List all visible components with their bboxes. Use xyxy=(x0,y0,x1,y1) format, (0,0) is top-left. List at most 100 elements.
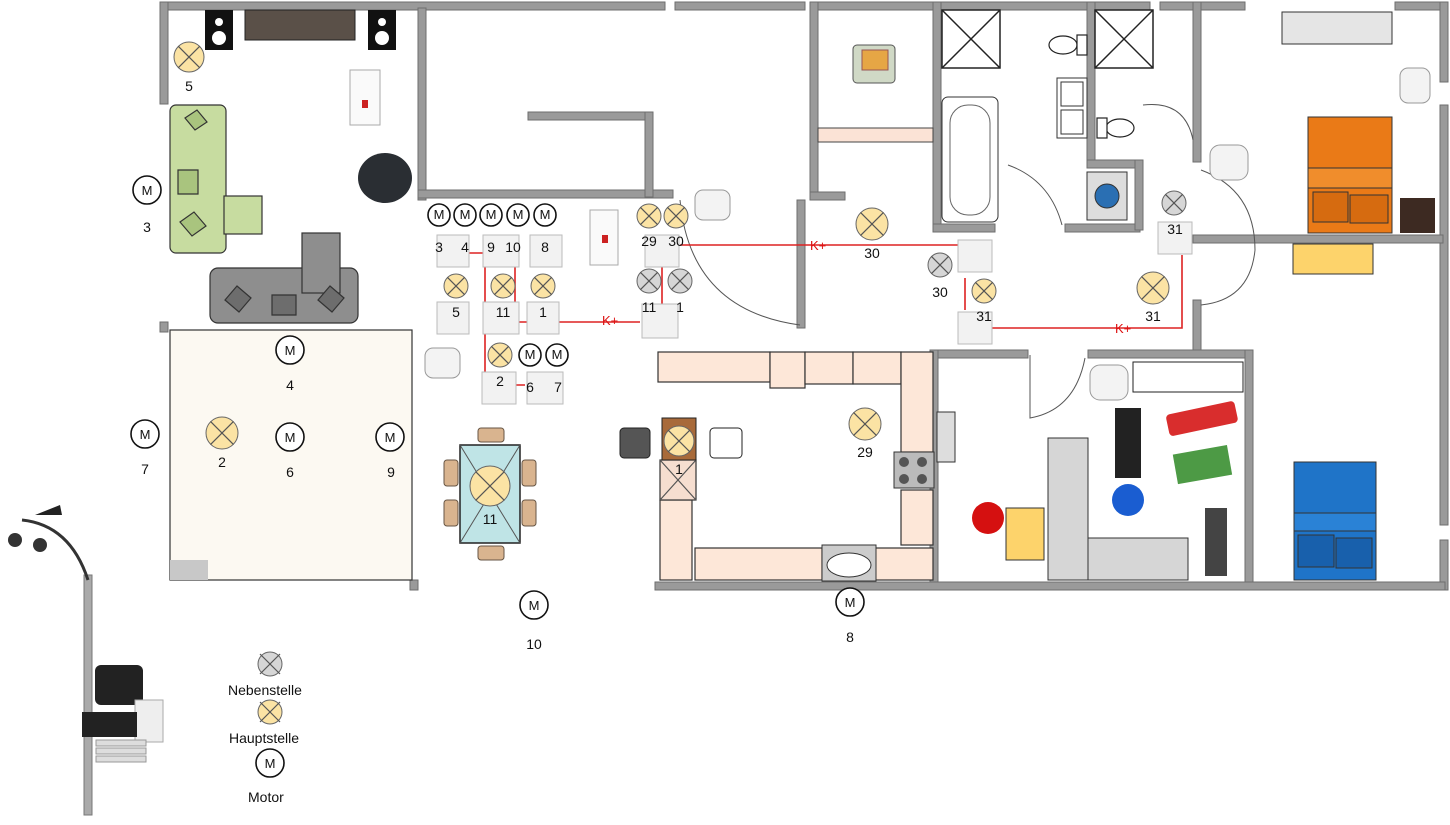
office-sideboard xyxy=(1132,361,1244,393)
switch-motor-icon: M xyxy=(518,343,542,367)
light-number: 2 xyxy=(496,373,504,389)
switch-light-icon xyxy=(530,273,556,299)
motor-number: 8 xyxy=(541,239,549,255)
switch-light-icon xyxy=(490,273,516,299)
motor-number: 8 xyxy=(846,629,854,645)
motor-letter: M xyxy=(552,347,563,362)
switch-motor-icon: M xyxy=(453,203,477,227)
switch-light-icon xyxy=(667,268,693,294)
office-desks xyxy=(1005,437,1189,581)
motor-3-icon: M xyxy=(132,175,162,205)
switch-panels xyxy=(436,221,1193,405)
motor-letter: M xyxy=(140,427,151,442)
light-5-icon xyxy=(173,41,205,73)
washbasins xyxy=(1056,77,1088,139)
motor-letter: M xyxy=(434,207,445,222)
light-number: 5 xyxy=(185,78,193,94)
motor-number: 4 xyxy=(286,377,294,393)
switch-motor-icon: M xyxy=(479,203,503,227)
sink-icon xyxy=(821,544,877,582)
legend-motor-letter: M xyxy=(265,756,276,771)
stove-icon xyxy=(893,451,935,489)
wardrobe xyxy=(1281,11,1393,45)
motor-letter: M xyxy=(540,207,551,222)
bathtub-icon xyxy=(941,96,999,223)
kitchen-units xyxy=(657,351,934,581)
motor-letter: M xyxy=(845,595,856,610)
wire-label: K+ xyxy=(810,238,826,253)
light-number: 11 xyxy=(496,304,511,320)
switch-light-icon xyxy=(636,203,662,229)
switch-motor-icon: M xyxy=(427,203,451,227)
office-chairs xyxy=(972,484,1144,534)
orange-bed xyxy=(1307,116,1393,234)
light-number: 5 xyxy=(452,304,460,320)
motor-number: 7 xyxy=(554,379,562,395)
switch-motor-icon: M xyxy=(506,203,530,227)
motor-10-icon: M xyxy=(519,590,549,620)
carpet xyxy=(169,329,413,581)
switch-light-icon xyxy=(443,273,469,299)
motor-letter: M xyxy=(285,430,296,445)
carpet-corner xyxy=(170,560,208,580)
motor-8-icon: M xyxy=(835,587,865,617)
motor-letter: M xyxy=(285,343,296,358)
light-number: 11 xyxy=(642,299,657,315)
switch-light-icon xyxy=(636,268,662,294)
motor-letter: M xyxy=(142,183,153,198)
switch-motor-icon: M xyxy=(533,203,557,227)
light-number: 1 xyxy=(676,299,684,315)
wall-controller-2-icon xyxy=(589,209,619,266)
speaker-left-icon xyxy=(205,10,233,50)
motor-number: 6 xyxy=(526,379,534,395)
speaker-right-icon xyxy=(368,10,396,50)
legend-haupt-label: Hauptstelle xyxy=(229,730,299,746)
motor-number: 3 xyxy=(143,219,151,235)
legend-haupt-symbol xyxy=(257,699,283,725)
dining-table xyxy=(443,427,537,561)
legend-motor-label: Motor xyxy=(248,789,284,805)
wall-controller-icon xyxy=(349,69,381,126)
motor-letter: M xyxy=(529,598,540,613)
light-30-icon xyxy=(855,207,889,241)
walls xyxy=(159,1,1449,591)
motor-9-icon: M xyxy=(375,422,405,452)
blue-bed xyxy=(1293,461,1377,581)
legend-neben-label: Nebenstelle xyxy=(228,682,302,698)
motor-number: 3 xyxy=(435,239,443,255)
light-number: 30 xyxy=(932,284,948,300)
motor-letter: M xyxy=(460,207,471,222)
sensor-box-icon xyxy=(852,44,896,84)
light-1-icon xyxy=(663,425,695,457)
motor-number: 7 xyxy=(141,461,149,477)
washing-machine-icon xyxy=(1086,171,1128,221)
switch-light-icon xyxy=(1161,190,1187,216)
router-tower xyxy=(1115,408,1141,478)
light-number: 30 xyxy=(864,245,880,261)
legend-neben-symbol xyxy=(257,651,283,677)
light-11-icon xyxy=(469,465,511,507)
motor-number: 9 xyxy=(487,239,495,255)
nas-box xyxy=(1205,508,1227,576)
weather-station-icon xyxy=(8,505,164,816)
nightstand xyxy=(1400,198,1435,233)
switch-light-icon xyxy=(487,342,513,368)
motor-7-icon: M xyxy=(130,419,160,449)
oven xyxy=(936,411,956,463)
desk-yellow xyxy=(1292,243,1374,275)
motor-letter: M xyxy=(525,347,536,362)
grey-sofa xyxy=(209,232,359,324)
motor-letter: M xyxy=(513,207,524,222)
light-2-icon xyxy=(205,416,239,450)
switch-motor-icon: M xyxy=(545,343,569,367)
legend-motor-symbol: M xyxy=(255,748,285,778)
motor-number: 6 xyxy=(286,464,294,480)
switch-light-icon xyxy=(663,203,689,229)
light-number: 1 xyxy=(539,304,547,320)
motor-number: 10 xyxy=(505,239,521,255)
wire-label: K+ xyxy=(602,313,618,328)
switch-light-icon xyxy=(971,278,997,304)
legend: Nebenstelle Hauptstelle M Motor xyxy=(228,651,302,805)
light-number: 11 xyxy=(483,511,498,527)
